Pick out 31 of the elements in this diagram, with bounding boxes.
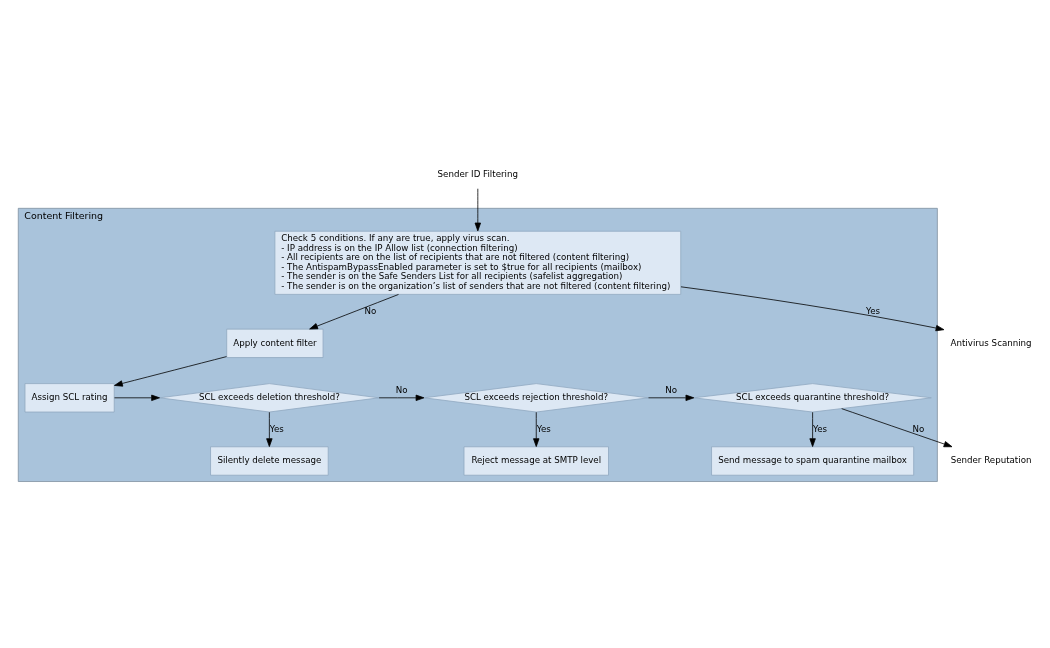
node-box: Apply content filter: [226, 328, 324, 358]
node-diamond: SCL exceeds quarantine threshold?: [693, 383, 932, 413]
edge-label: No: [912, 423, 925, 434]
edge-label: Yes: [813, 423, 828, 434]
node-box: Silently delete message: [210, 446, 329, 476]
arrow: [809, 411, 816, 447]
arrow: [378, 394, 425, 401]
arrow: [648, 394, 695, 401]
arrow: [309, 294, 399, 330]
arrow: [266, 411, 273, 447]
edge-label: Yes: [536, 423, 551, 434]
node-diamond: SCL exceeds rejection threshold?: [423, 383, 649, 413]
edge-label: Yes: [269, 423, 284, 434]
node-box: Assign SCL rating: [24, 383, 115, 413]
arrow: [114, 394, 160, 401]
arrow: [474, 188, 481, 232]
node-box: Send message to spam quarantine mailbox: [711, 446, 915, 476]
arrow: [533, 411, 540, 447]
edge-label: No: [665, 384, 677, 395]
arrow: [114, 356, 227, 387]
node-diamond: SCL exceeds deletion threshold?: [159, 383, 380, 413]
edge-label: No: [364, 305, 377, 316]
node-text: Antivirus Scanning: [950, 337, 1032, 348]
node-text: Sender ID Filtering: [437, 168, 519, 179]
edge-label: No: [395, 384, 408, 395]
node-box: Check 5 conditions. If any are true, apply virus scan. - IP address is on the IP Allow list (connection filtering) - All recipients are on the list of recipients that are not filtered (content filtering) - The AntispamBypassEnabled parameter is set to $true for all recipients (mailbox) - The sender is on the Safe Senders List for all recipients (safelist aggregation) - The sender is on the organization’s list of senders that are not filtered (content filtering): [274, 230, 682, 295]
arrow: [680, 286, 945, 332]
edge-label: Yes: [866, 305, 881, 316]
arrow: [841, 408, 953, 448]
node-text: Sender Reputation: [950, 455, 1032, 466]
node-box: Reject message at SMTP level: [463, 446, 609, 476]
